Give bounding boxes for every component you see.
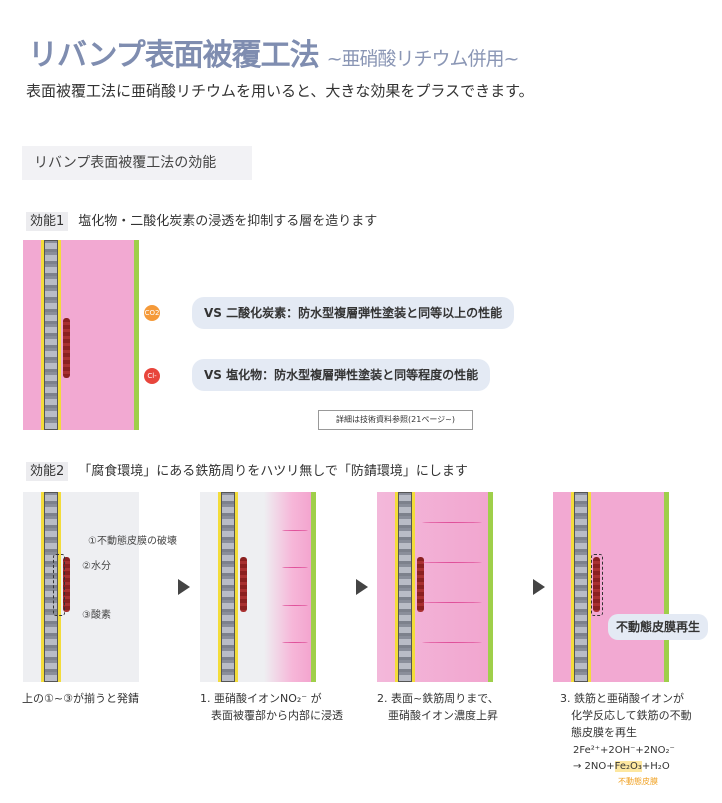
arrow-right-icon [533, 579, 545, 595]
nitrite-arrow [282, 530, 308, 532]
label-oxygen: ③酸素 [82, 610, 111, 621]
effect2-text: 「腐食環境」にある鉄筋周りをハツリ無しで「防錆環境」にします [78, 464, 468, 479]
equation-note: 不動態皮膜 [618, 777, 658, 786]
bubble-co2: VS 二酸化炭素：防水型複層弾性塗装と同等以上の性能 [192, 297, 515, 329]
cl-badge: Cl- [144, 368, 160, 384]
film-regeneration-label: 不動態皮膜再生 [608, 614, 709, 640]
effect2-label: 効能2 [26, 462, 69, 481]
arrow-right-icon [356, 579, 368, 595]
label-water: ②水分 [82, 561, 111, 572]
nitrite-arrow [422, 522, 482, 524]
equation-line2: → 2NO+Fe₂O₃+H₂O [573, 761, 670, 772]
nitrite-arrow [282, 567, 308, 569]
film-outline [591, 554, 603, 616]
title-sub: ~亜硝酸リチウム併用~ [326, 48, 520, 70]
title-main: リバンプ表面被覆工法 [28, 38, 320, 73]
equation-highlight: Fe₂O₃ [614, 761, 642, 772]
co2-badge: CO2 [144, 305, 160, 321]
rebar [395, 492, 415, 682]
lead-text: 表面被覆工法に亜硝酸リチウムを用いると、大きな効果をプラスできます。 [26, 82, 534, 100]
panel-penetration [200, 492, 316, 682]
diagram-effect1 [23, 240, 139, 430]
nitrite-arrow [422, 602, 482, 604]
damage-outline [53, 554, 65, 616]
caption-3: 3. 鉄筋と亜硝酸イオンが 化学反応して鉄筋の不動 態皮膜を再生 [560, 692, 692, 739]
caption-1: 1. 亜硝酸イオンNO₂⁻ が 表面被覆部から内部に浸透 [200, 692, 343, 722]
coating-layer [488, 492, 493, 682]
coating-layer [311, 492, 316, 682]
nitrite-arrow [422, 562, 482, 564]
bubble-chloride: VS 塩化物：防水型複層弾性塗装と同等程度の性能 [192, 359, 491, 391]
effect1-heading: 効能1 塩化物・二酸化炭素の浸透を抑制する層を造ります [26, 210, 378, 231]
effect1-label: 効能1 [26, 212, 69, 231]
page-title: リバンプ表面被覆工法 ~亜硝酸リチウム併用~ [28, 30, 520, 74]
rebar [41, 492, 61, 682]
nitrite-arrow [282, 605, 308, 607]
coating-layer [664, 492, 669, 682]
label-film-destruction: ①不動態皮膜の破壊 [88, 536, 177, 547]
coating-layer [134, 240, 139, 430]
nitrite-arrow [422, 642, 482, 644]
rust [63, 318, 70, 378]
equation-pre: → 2NO+ [573, 761, 615, 772]
panel-concentration [377, 492, 493, 682]
effect2-heading: 効能2 「腐食環境」にある鉄筋周りをハツリ無しで「防錆環境」にします [26, 460, 468, 481]
rust [240, 557, 247, 612]
caption-2: 2. 表面~鉄筋周りまで、 亜硝酸イオン濃度上昇 [377, 692, 499, 722]
rust [593, 557, 600, 612]
rebar [571, 492, 591, 682]
equation-line1: 2Fe²⁺+2OH⁻+2NO₂⁻ [573, 745, 675, 756]
panel-regeneration [553, 492, 669, 682]
rust [63, 557, 70, 612]
arrow-right-icon [178, 579, 190, 595]
caption-0: 上の①~③が揃うと発錆 [22, 692, 139, 705]
effect1-text: 塩化物・二酸化炭素の浸透を抑制する層を造ります [78, 214, 378, 229]
rebar [218, 492, 238, 682]
section-title: リバンプ表面被覆工法の効能 [22, 146, 252, 180]
nitrite-arrow [282, 642, 308, 644]
panel-corrosion [23, 492, 139, 682]
rust [417, 557, 424, 612]
reference-note: 詳細は技術資料参照(21ページ~) [318, 410, 473, 430]
equation-post: +H₂O [641, 761, 670, 772]
rebar [41, 240, 61, 430]
